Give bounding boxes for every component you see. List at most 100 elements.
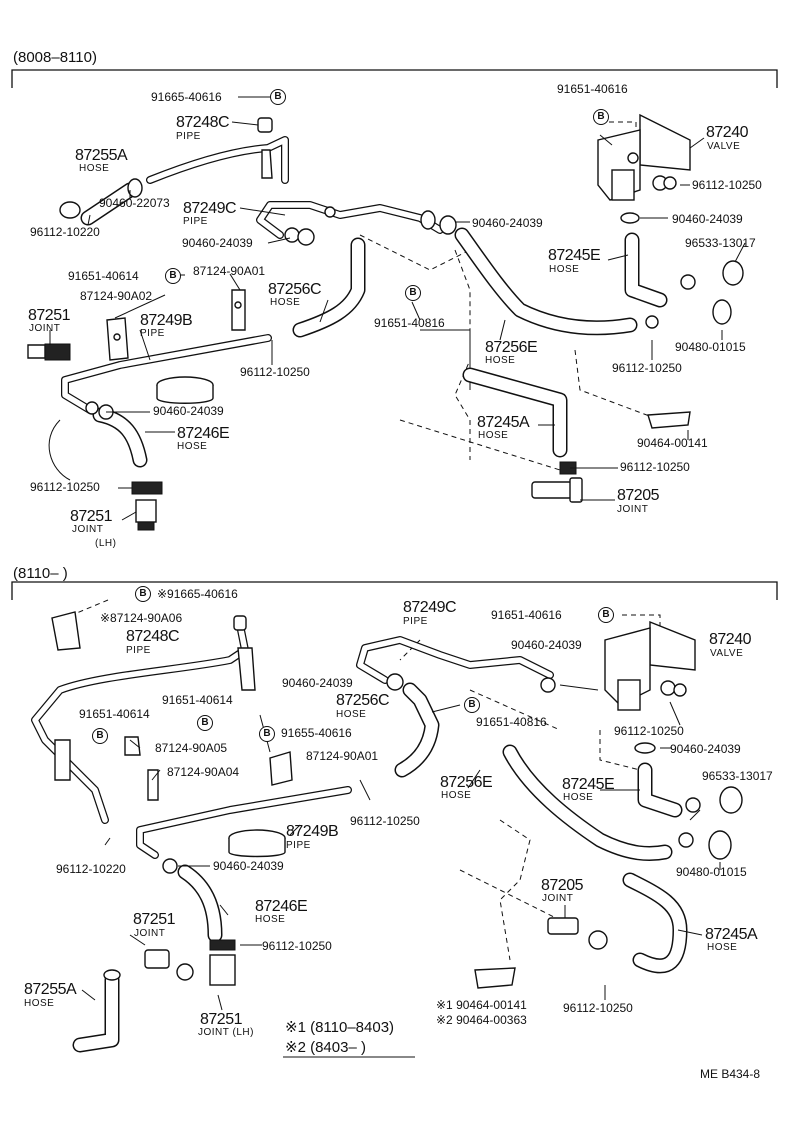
- legend-row-2: ※2 (8403– ): [285, 1039, 366, 1056]
- part-type: PIPE: [286, 840, 311, 851]
- part-number: 87124-90A05: [155, 741, 228, 755]
- part-number: 96112-10250: [30, 480, 100, 494]
- b-marker: B: [165, 268, 181, 284]
- top-section-range: (8008–8110): [13, 49, 97, 66]
- part-number: 90460-24039: [670, 742, 741, 756]
- valve-87240-bottom: [604, 620, 696, 711]
- part-number: 96112-10250: [620, 460, 690, 474]
- b-marker: B: [598, 607, 614, 623]
- part-number: 91651-40616: [557, 82, 628, 96]
- part-number: 96112-10250: [614, 724, 684, 738]
- part-number: ※1 90464-00141: [436, 998, 527, 1012]
- part-number: ※2 90464-00363: [436, 1013, 527, 1027]
- part-number: 96112-10250: [692, 178, 762, 192]
- part-number: 87205: [541, 877, 584, 894]
- part-type: VALVE: [707, 141, 741, 152]
- part-type: JOINT: [617, 504, 649, 515]
- part-number: 87256E: [485, 339, 538, 356]
- part-type: JOINT (LH): [198, 1027, 254, 1038]
- part-type: HOSE: [563, 792, 594, 803]
- part-number: 87249B: [140, 312, 193, 329]
- part-number: ※91665-40616: [157, 587, 238, 601]
- part-number: 90460-24039: [182, 236, 253, 250]
- part-number: 91665-40616: [151, 90, 222, 104]
- legend-row-1: ※1 (8110–8403): [285, 1019, 395, 1036]
- part-number: 87245E: [562, 776, 615, 793]
- b-marker: B: [270, 89, 286, 105]
- part-type: VALVE: [710, 648, 744, 659]
- part-number: 87256C: [268, 281, 322, 298]
- b-marker: B: [197, 715, 213, 731]
- part-type: HOSE: [270, 297, 301, 308]
- part-type: JOINT: [29, 323, 61, 334]
- part-number: 96112-10220: [56, 862, 126, 876]
- part-number: 87251: [200, 1011, 243, 1028]
- part-number: 90460-24039: [472, 216, 543, 230]
- part-type: PIPE: [126, 645, 151, 656]
- part-number: 90480-01015: [675, 340, 746, 354]
- part-number: 87246E: [177, 425, 230, 442]
- part-number: 90460-24039: [672, 212, 743, 226]
- part-number: 87124-90A01: [193, 264, 266, 278]
- part-number: 87251: [28, 307, 71, 324]
- part-number: 96112-10250: [262, 939, 332, 953]
- part-number: 91651-40816: [374, 316, 445, 330]
- part-number: 91651-40614: [68, 269, 139, 283]
- footer-code: ME B434-8: [700, 1067, 761, 1081]
- part-number: ※87124-90A06: [100, 611, 183, 625]
- part-type: JOINT: [72, 524, 104, 535]
- part-number: 87124-90A04: [167, 765, 240, 779]
- part-number: 96533-13017: [702, 769, 773, 783]
- part-number: 91651-40616: [491, 608, 562, 622]
- part-number: 87240: [706, 124, 749, 141]
- top-section-frame: [11, 69, 778, 88]
- part-type: HOSE: [177, 441, 208, 452]
- b-marker: B: [259, 726, 275, 742]
- part-number: 91651-40816: [476, 715, 547, 729]
- b-marker: B: [92, 728, 108, 744]
- part-number: 90460-24039: [282, 676, 353, 690]
- part-number: 90460-24039: [213, 859, 284, 873]
- part-number: 96533-13017: [685, 236, 756, 250]
- part-number: 96112-10250: [563, 1001, 633, 1015]
- part-type: HOSE: [485, 355, 516, 366]
- b-marker: B: [135, 586, 151, 602]
- part-type: HOSE: [79, 163, 110, 174]
- part-number: 87245A: [705, 926, 758, 943]
- part-number: 96112-10220: [30, 225, 100, 239]
- part-number: 96112-10250: [350, 814, 420, 828]
- part-type: PIPE: [183, 216, 208, 227]
- part-type: HOSE: [441, 790, 472, 801]
- part-number: 91651-40614: [162, 693, 233, 707]
- part-number: 87248C: [176, 114, 230, 131]
- part-number: 87249B: [286, 823, 339, 840]
- part-type: PIPE: [403, 616, 428, 627]
- part-number: 87240: [709, 631, 752, 648]
- part-type: HOSE: [707, 942, 738, 953]
- part-number: 87251: [70, 508, 113, 525]
- part-number: 87256E: [440, 774, 493, 791]
- part-number: 90460-24039: [511, 638, 582, 652]
- part-number: 87251: [133, 911, 176, 928]
- part-number: 96112-10250: [240, 365, 310, 379]
- part-number: 87245A: [477, 414, 530, 431]
- part-type: PIPE: [140, 328, 165, 339]
- part-number: 87249C: [183, 200, 237, 217]
- part-number: 90464-00141: [637, 436, 708, 450]
- b-marker: B: [464, 697, 480, 713]
- part-number: 90480-01015: [676, 865, 747, 879]
- part-type: PIPE: [176, 131, 201, 142]
- part-type: HOSE: [478, 430, 509, 441]
- part-number: 91651-40614: [79, 707, 150, 721]
- b-marker: B: [593, 109, 609, 125]
- part-type: (LH): [95, 538, 117, 549]
- part-number: 87205: [617, 487, 660, 504]
- part-number: 87255A: [75, 147, 128, 164]
- part-number: 87245E: [548, 247, 601, 264]
- part-number: 87124-90A01: [306, 749, 379, 763]
- part-number: 96112-10250: [612, 361, 682, 375]
- bottom-section-range: (8110– ): [13, 565, 68, 582]
- part-number: 90460-24039: [153, 404, 224, 418]
- b-marker: B: [405, 285, 421, 301]
- part-type: HOSE: [24, 998, 55, 1009]
